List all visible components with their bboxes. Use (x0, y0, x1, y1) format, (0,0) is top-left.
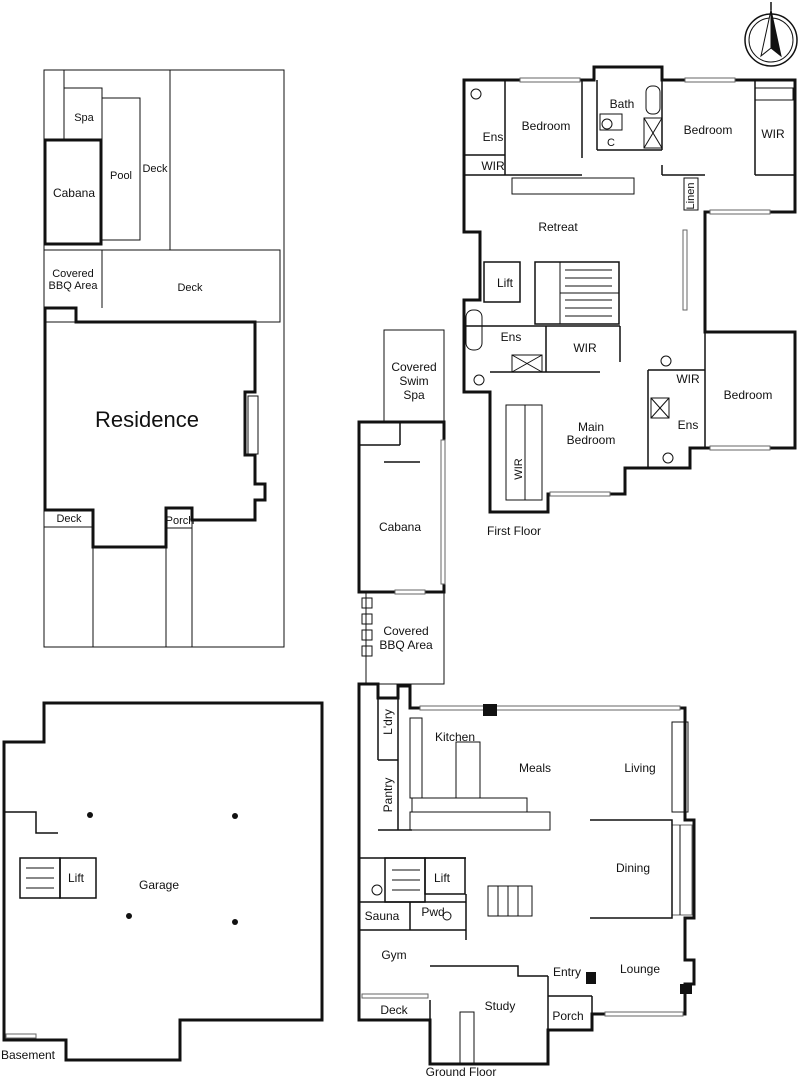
label-site-spa: Spa (74, 112, 94, 124)
label-gf-lift: Lift (434, 871, 451, 885)
label-gf-study: Study (485, 999, 516, 1013)
label-ff-linen: Linen (685, 183, 697, 210)
label-gf-meals: Meals (519, 761, 551, 775)
residence-outline (43, 306, 267, 549)
label-ff-bath: Bath (610, 97, 635, 111)
label-ff-ens-left: Ens (483, 130, 504, 144)
label-ff-main-bedroom-1: Main (578, 420, 604, 434)
label-gf-covered-swim-spa-1: Covered (391, 360, 436, 374)
label-gf-gym: Gym (381, 948, 406, 962)
label-ff-bedroom-1: Bedroom (522, 119, 571, 133)
label-gf-pantry: Pantry (381, 778, 395, 813)
cabana-outline (43, 138, 103, 246)
label-gf-dining: Dining (616, 861, 650, 875)
label-gf-kitchen: Kitchen (435, 730, 475, 744)
label-basement-title: Basement (1, 1048, 56, 1062)
label-site-deck-bottom: Deck (56, 513, 82, 525)
first-floor-plan: Ens WIR Bedroom Bath C Bedroom WIR Linen… (462, 65, 797, 538)
label-ff-wir-left: WIR (481, 159, 505, 173)
label-first-floor-title: First Floor (487, 524, 541, 538)
label-gf-living: Living (624, 761, 655, 775)
site-plan: Spa Pool Deck Cabana Covered BBQ Area De… (43, 69, 285, 648)
label-gf-covered-swim-spa-3: Spa (403, 388, 425, 402)
label-ff-bedroom-3: Bedroom (724, 388, 773, 402)
label-gf-covered-bbq-2: BBQ Area (379, 638, 433, 652)
label-ff-cupboard: C (607, 137, 615, 149)
basement-outline (2, 701, 324, 1062)
label-ff-wir-vertical: WIR (513, 458, 525, 479)
label-ff-ens-bedroom3: Ens (678, 418, 699, 432)
north-arrow-icon (744, 2, 798, 67)
label-site-pool: Pool (110, 170, 132, 182)
first-floor-outline (462, 65, 797, 514)
label-gf-covered-swim-spa-2: Swim (399, 374, 428, 388)
ground-floor-outline (357, 682, 696, 1066)
label-gf-covered-bbq-1: Covered (383, 624, 428, 638)
label-ff-bedroom-2: Bedroom (684, 123, 733, 137)
label-gf-cabana: Cabana (379, 520, 421, 534)
label-gf-sauna: Sauna (365, 909, 400, 923)
label-gf-deck: Deck (380, 1003, 408, 1017)
label-site-residence: Residence (95, 407, 199, 432)
label-gf-porch: Porch (552, 1009, 583, 1023)
label-ff-wir-bedroom3: WIR (676, 372, 700, 386)
label-ff-wir-right: WIR (761, 127, 785, 141)
label-site-porch: Porch (166, 515, 195, 527)
label-ff-wir-main: WIR (573, 341, 597, 355)
label-ff-lift: Lift (497, 276, 514, 290)
label-gf-entry: Entry (553, 965, 581, 979)
label-ff-ens-main: Ens (501, 330, 522, 344)
label-gf-powder: Pwd (421, 905, 444, 919)
label-ground-floor-title: Ground Floor (426, 1065, 497, 1078)
label-site-deck-mid: Deck (177, 282, 203, 294)
cabana-outline (357, 420, 446, 594)
label-basement-lift: Lift (68, 871, 85, 885)
label-site-deck-top: Deck (142, 163, 168, 175)
ground-floor-plan: Covered Swim Spa Cabana Covered BBQ Area… (357, 329, 696, 1078)
label-ff-retreat: Retreat (538, 220, 578, 234)
pool-outline (101, 97, 141, 241)
basement-plan: Lift Garage Basement (1, 701, 324, 1062)
label-site-covered-bbq-1: Covered (52, 268, 94, 280)
site-boundary (43, 69, 285, 648)
label-gf-laundry: L'dry (381, 709, 395, 735)
label-ff-main-bedroom-2: Bedroom (567, 433, 616, 447)
label-gf-lounge: Lounge (620, 962, 660, 976)
label-site-covered-bbq-2: BBQ Area (49, 280, 99, 292)
label-basement-garage: Garage (139, 878, 179, 892)
label-site-cabana: Cabana (53, 186, 95, 200)
